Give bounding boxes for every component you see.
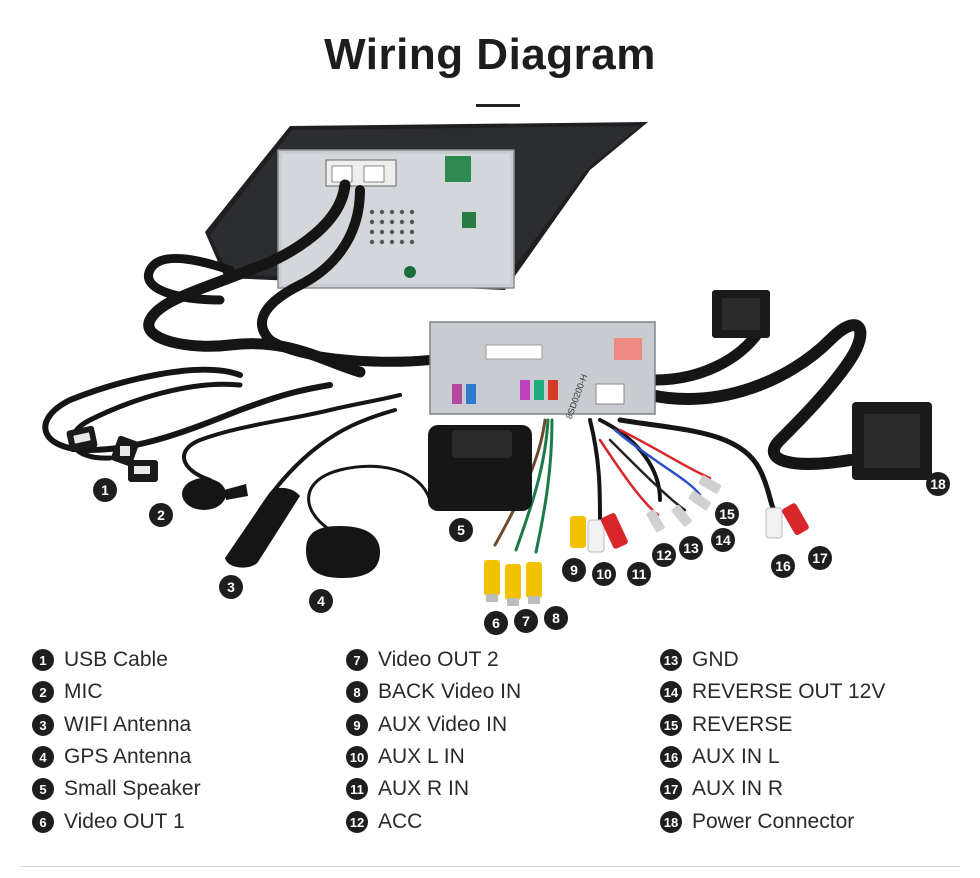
- marker-13: 13: [679, 536, 703, 560]
- marker-12: 12: [652, 543, 676, 567]
- marker-7: 7: [514, 609, 538, 633]
- mic: [182, 478, 248, 510]
- rca-group-6-8: [484, 560, 542, 606]
- bottom-divider: [20, 866, 960, 867]
- title-underline: [476, 104, 520, 107]
- marker-2: 2: [149, 503, 173, 527]
- head-unit: [205, 122, 648, 290]
- rca-group-9-11: [570, 513, 628, 553]
- marker-9: 9: [562, 558, 586, 582]
- marker-18: 18: [926, 472, 950, 496]
- marker-15: 15: [715, 502, 739, 526]
- power-connector: [712, 290, 932, 480]
- marker-10: 10: [592, 562, 616, 586]
- marker-11: 11: [627, 562, 651, 586]
- marker-4: 4: [309, 589, 333, 613]
- marker-8: 8: [544, 606, 568, 630]
- gps-antenna: [306, 526, 380, 578]
- wifi-antenna: [225, 487, 300, 568]
- marker-1: 1: [93, 478, 117, 502]
- marker-5: 5: [449, 518, 473, 542]
- marker-17: 17: [808, 546, 832, 570]
- usb-plugs: [66, 425, 158, 482]
- marker-16: 16: [771, 554, 795, 578]
- page-title: Wiring Diagram: [324, 30, 656, 79]
- marker-14: 14: [711, 528, 735, 552]
- can-box: 8SD0200-H: [429, 321, 656, 420]
- marker-3: 3: [219, 575, 243, 599]
- wiring-diagram-illustration: 8SD0200-H: [42, 122, 932, 606]
- marker-6: 6: [484, 611, 508, 635]
- rca-group-16-17: [765, 503, 809, 539]
- small-speaker: [428, 425, 532, 511]
